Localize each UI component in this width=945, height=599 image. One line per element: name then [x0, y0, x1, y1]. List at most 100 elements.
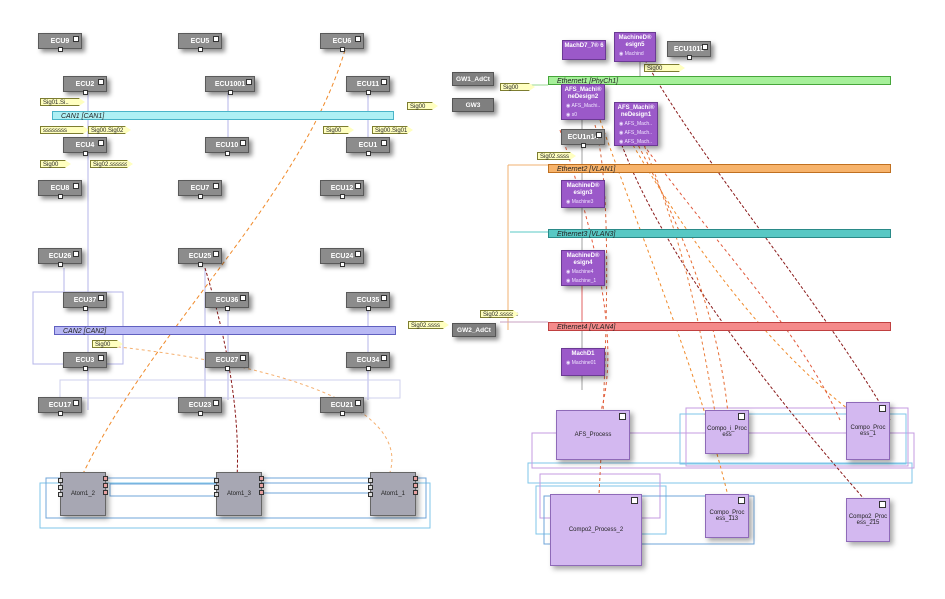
bus-eth1[interactable]: Ethernet1 [PhyCh1]	[548, 76, 891, 85]
machine-title: MachD1	[571, 351, 595, 357]
component-icon	[879, 501, 886, 508]
signal-label[interactable]: ssssssss	[40, 126, 89, 134]
bus-eth2[interactable]: Ethernet2 [VLAN1]	[548, 164, 891, 173]
machine-title: MachineD® esign5	[618, 35, 652, 48]
ecu-label: ECU6	[332, 37, 352, 45]
machine-md3[interactable]: MachineD® esign3◉ Machine3	[561, 180, 605, 208]
ecu-label: ECU5	[190, 37, 210, 45]
component-cp2[interactable]: Compo2_Process_2	[550, 494, 642, 566]
ecu-icon	[355, 251, 361, 257]
port-icon	[368, 478, 373, 483]
signal-label[interactable]: Sig02.ssssss	[480, 310, 519, 318]
ecu-icon	[381, 79, 387, 85]
port-icon	[581, 143, 586, 148]
ecu-label: ECU8	[50, 184, 70, 192]
port-icon	[83, 306, 88, 311]
port-icon	[198, 262, 203, 267]
port-icon	[58, 411, 63, 416]
bus-can1[interactable]: CAN1 [CAN1]	[52, 111, 394, 120]
port-icon	[340, 47, 345, 52]
component-loop	[543, 495, 755, 545]
port-icon	[413, 490, 418, 495]
ecu-ecu3[interactable]: ECU3	[63, 352, 107, 368]
ecu-label: ECU11	[356, 80, 380, 88]
ecu-label: ECU26	[48, 252, 72, 260]
component-cp113[interactable]: Compo_Proc ess_113	[705, 494, 749, 538]
signal-label[interactable]: Sig02.ssss	[537, 152, 576, 160]
atom-a12[interactable]: Atom1_2	[60, 472, 106, 516]
ecu-ecu1[interactable]: ECU1	[346, 137, 390, 153]
signal-label[interactable]: Sig00	[323, 126, 354, 134]
machine-title: AFS_Machi® neDesign2	[564, 87, 602, 100]
atom-a11[interactable]: Atom1_1	[370, 472, 416, 516]
signal-label[interactable]: Sig00.Sig02	[88, 126, 131, 134]
signal-label[interactable]: Sig02.ssssss	[90, 160, 133, 168]
ecu-ecu1001[interactable]: ECU1001	[205, 76, 255, 92]
ecu-icon	[73, 36, 79, 42]
gateway-gw3[interactable]: GW3	[452, 98, 494, 112]
component-label: Compo2_Process_2	[568, 527, 624, 533]
ecu-ecu12[interactable]: ECU12	[320, 180, 364, 196]
machine-md5[interactable]: MachineD® esign5◉ Machind	[614, 32, 656, 62]
ecu-label: ECU12	[330, 184, 354, 192]
ecu-label: ECU37	[73, 296, 97, 304]
atom-a13[interactable]: Atom1_3	[216, 472, 262, 516]
port-icon	[214, 492, 219, 497]
port-icon	[225, 151, 230, 156]
component-cp1[interactable]: Compo_i_Proc ess	[705, 410, 749, 454]
ecu-ecu21[interactable]: ECU21	[320, 397, 364, 413]
signal-label[interactable]: Sig01.Si..	[40, 98, 85, 106]
signal-label[interactable]: Sig00	[644, 64, 685, 72]
port-icon	[340, 262, 345, 267]
signal-label[interactable]: Sig02.ssss	[408, 321, 449, 329]
ecu-label: ECU7	[190, 184, 210, 192]
ecu-ecu36[interactable]: ECU36	[205, 292, 249, 308]
gateway-gw1[interactable]: GW1_AdCt	[452, 72, 494, 86]
ecu-icon	[240, 295, 246, 301]
ecu-label: ECU21	[330, 401, 354, 409]
ecu-ecu25[interactable]: ECU25	[178, 248, 222, 264]
machine-md2[interactable]: AFS_Machi® neDesign2◉ AFS_Machi..◉ s0	[561, 84, 605, 120]
ecu-ecu8[interactable]: ECU8	[38, 180, 82, 196]
ecu-ecu23[interactable]: ECU23	[178, 397, 222, 413]
machine-machd7[interactable]: MachD7_7® 6	[562, 40, 606, 60]
component-loop	[527, 462, 913, 484]
ecu-ecu11[interactable]: ECU11	[346, 76, 390, 92]
ecu-icon	[73, 400, 79, 406]
trace-ecu6-atom12	[79, 49, 346, 481]
port-icon	[366, 306, 371, 311]
port-icon	[83, 151, 88, 156]
ecu-label: ECU4	[75, 141, 95, 149]
component-afs[interactable]: AFS_Process	[556, 410, 630, 460]
port-icon	[83, 366, 88, 371]
machine-machd1[interactable]: MachD1◉ Machine01	[561, 348, 605, 376]
component-label: Compo_Proc ess_113	[709, 510, 745, 522]
ecu-icon	[355, 36, 361, 42]
signal-label[interactable]: Sig00	[40, 160, 71, 168]
ecu-ecu5[interactable]: ECU5	[178, 33, 222, 49]
signal-label[interactable]: Sig00	[92, 340, 123, 348]
signal-label[interactable]: Sig00	[407, 102, 438, 110]
ecu-icon	[240, 355, 246, 361]
port-icon	[413, 483, 418, 488]
ecu-icon	[73, 183, 79, 189]
ecu-ecu35[interactable]: ECU35	[346, 292, 390, 308]
bus-eth3[interactable]: Ethernet3 [VLAN3]	[548, 229, 891, 238]
component-cp215[interactable]: Compo2_Proc ess_215	[846, 498, 890, 542]
signal-label[interactable]: Sig00	[500, 83, 535, 91]
bus-can2[interactable]: CAN2 [CAN2]	[54, 326, 396, 335]
gateway-gw2[interactable]: GW2_AdCt	[452, 323, 496, 337]
bus-eth4[interactable]: Ethernet4 [VLAN4]	[548, 322, 891, 331]
signal-label[interactable]: Sig00.Sig01	[372, 126, 413, 134]
machine-md4[interactable]: MachineD® esign4◉ Machine4◉ Machine_1	[561, 250, 605, 286]
ecu-label: ECU1n14	[567, 133, 599, 141]
component-cp_1[interactable]: Compo_Proc ess_1	[846, 402, 890, 460]
port-icon	[368, 492, 373, 497]
ecu-icon	[596, 132, 602, 138]
port-icon	[58, 492, 63, 497]
port-icon	[198, 47, 203, 52]
ecu-label: ECU25	[188, 252, 212, 260]
trace-md1-cp1	[629, 139, 861, 419]
machine-md1[interactable]: AFS_Machi® neDesign1◉ AFS_Mach..◉ AFS_Ma…	[614, 102, 658, 146]
